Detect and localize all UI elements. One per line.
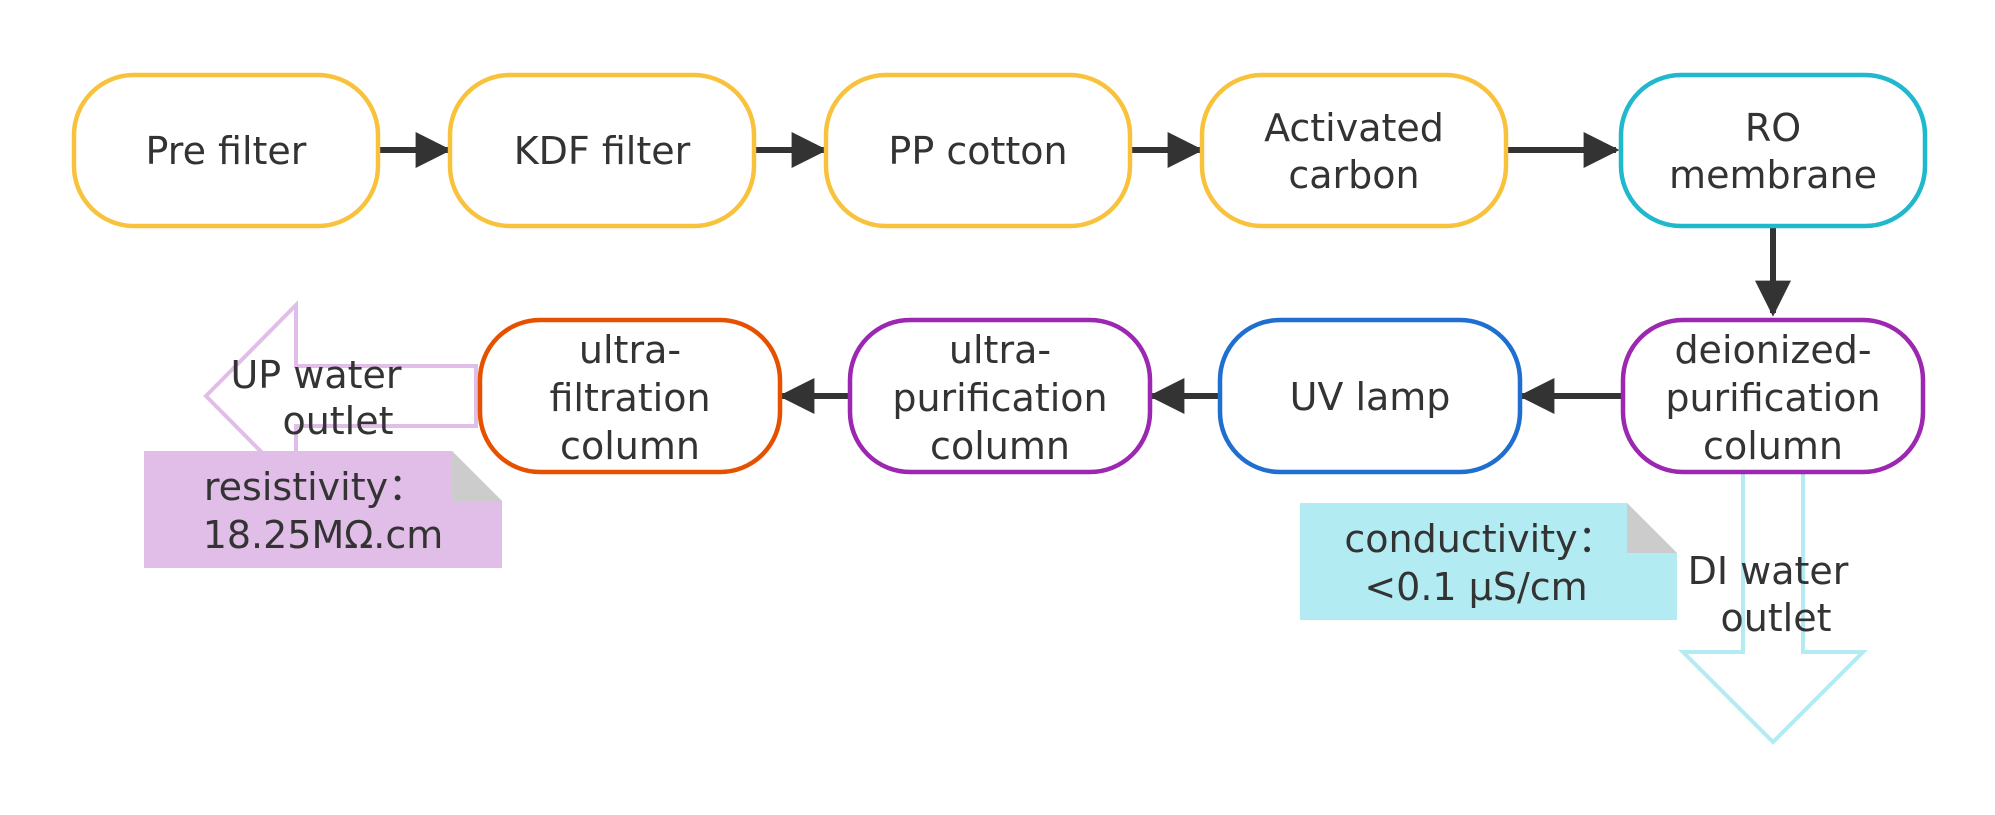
note-fold [1627,503,1677,553]
node-activated-carbon: Activated carbon [1199,72,1509,229]
node-deionized-purification-column: deionized- purification column [1620,317,1926,475]
node-label-line-3: column [930,424,1070,468]
node-label-line-3: column [1703,424,1843,468]
node-ultra-purification-column: ultra- purification column [847,317,1153,475]
note-resistivity: resistivity： 18.25MΩ.cm [144,451,502,568]
node-label-line-1: deionized- [1674,328,1871,372]
node-label-line-1: ultra- [949,328,1051,372]
note-text-line-1: resistivity： [204,465,426,509]
node-label-line-2: purification [892,376,1107,420]
di-water-outlet-arrow [1678,470,1868,745]
node-label-line-2: membrane [1669,153,1877,197]
node-label-line-1: ultra- [579,328,681,372]
note-text-line-2: 18.25MΩ.cm [203,513,444,557]
outlet-label-line-2: outlet [1720,596,1831,640]
node-ultra-filtration-column: ultra- filtration column [477,317,783,475]
node-uv-lamp: UV lamp [1217,317,1523,475]
node-label-line-2: carbon [1288,153,1419,197]
note-conductivity: conductivity： <0.1 μS/cm [1300,503,1677,620]
node-label-line-2: filtration [549,376,710,420]
connectors [378,132,1791,414]
node-ro-membrane: RO membrane [1618,72,1928,229]
note-text-line-2: <0.1 μS/cm [1364,565,1587,609]
di-water-outlet: DI water outlet [1678,470,1868,745]
note-body [144,451,502,568]
node-pre-filter: Pre filter [71,72,381,229]
outlet-label-line-1: DI water [1688,549,1849,593]
node-label-line-2: purification [1665,376,1880,420]
node-label-line-1: RO [1745,106,1801,150]
outlet-label-line-2: outlet [282,399,393,443]
node-label: UV lamp [1290,375,1451,419]
up-water-outlet-arrow [203,300,478,492]
node-label: PP cotton [888,129,1067,173]
node-pp-cotton: PP cotton [823,72,1133,229]
node-label-line-3: column [560,424,700,468]
node-label: Pre filter [146,129,307,173]
note-text-line-1: conductivity： [1344,517,1615,561]
node-label-line-1: Activated [1264,106,1444,150]
outlet-label-line-1: UP water [230,353,401,397]
note-fold [452,451,502,501]
up-water-outlet: UP water outlet [203,300,478,492]
node-label: KDF filter [514,129,691,173]
note-body [1300,503,1677,620]
node-kdf-filter: KDF filter [447,72,757,229]
